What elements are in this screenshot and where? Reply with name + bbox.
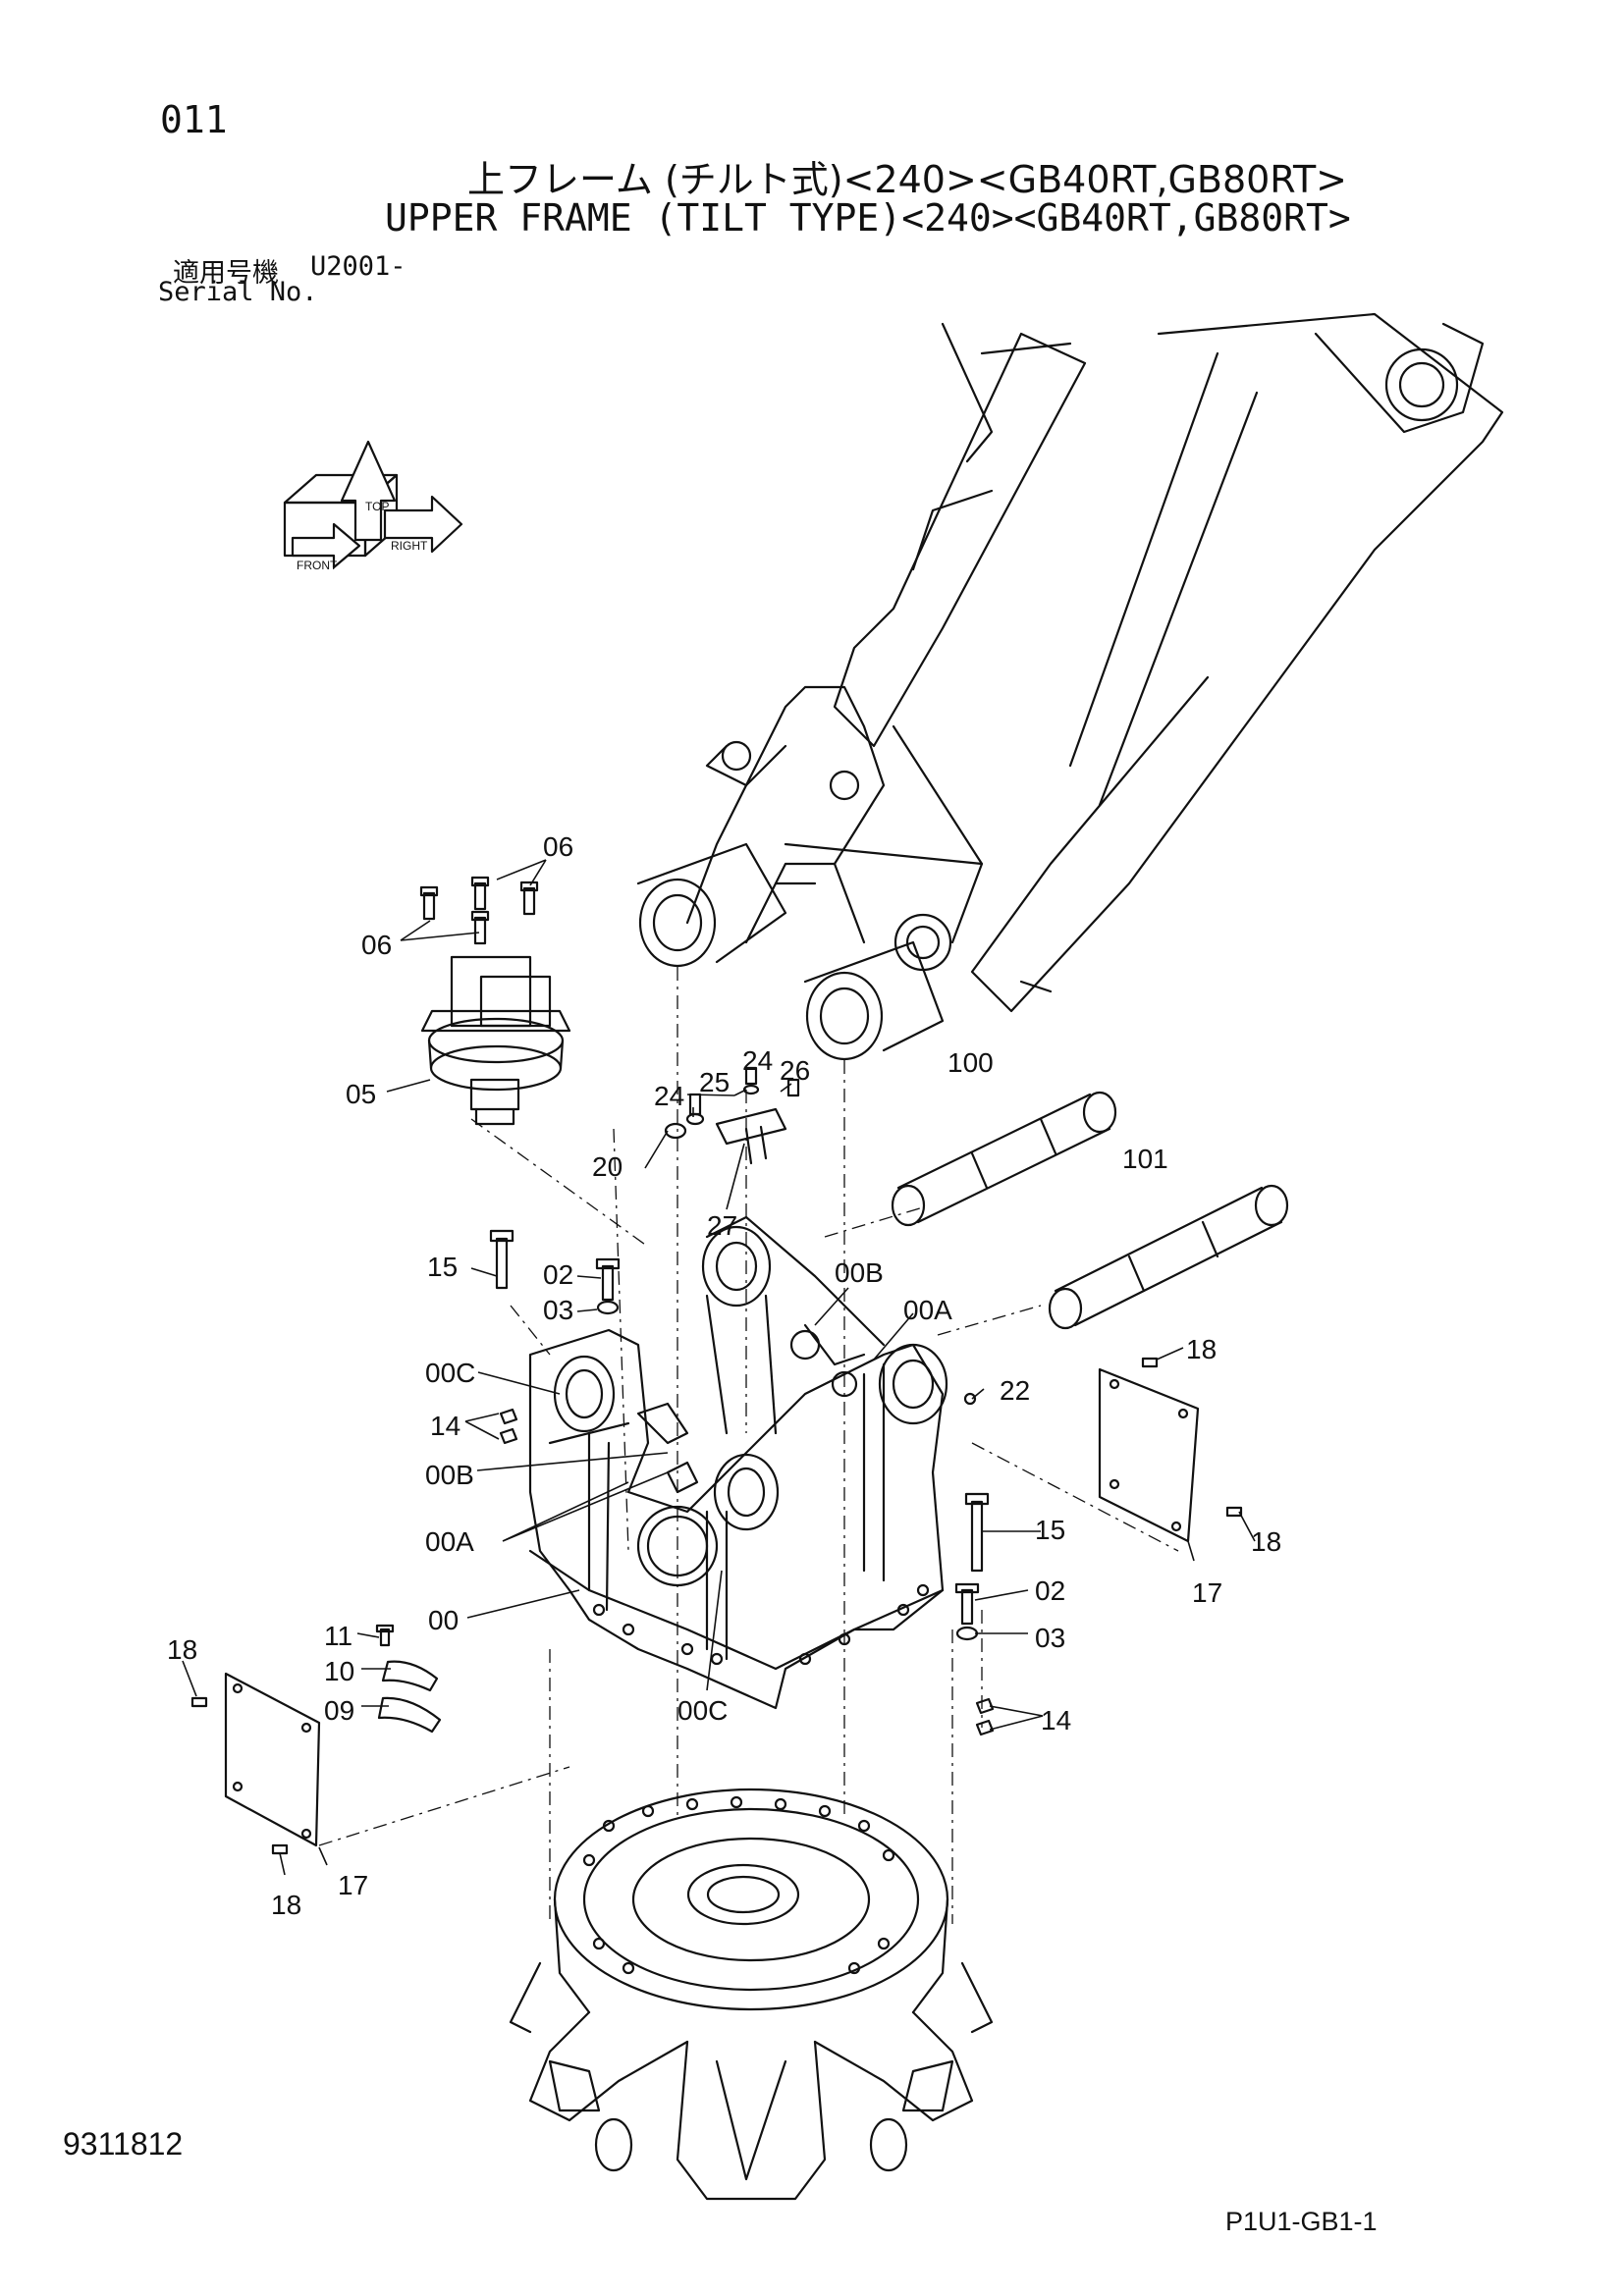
callout-label: 15 <box>427 1252 458 1282</box>
callout-label: 00 <box>428 1605 459 1635</box>
callout-label: 15 <box>1035 1515 1065 1545</box>
callout-label: 18 <box>1251 1526 1281 1557</box>
swing-motor-assembly <box>420 955 571 1126</box>
orientation-labels: TOP FRONT RIGHT <box>297 500 428 572</box>
callout-label: 18 <box>1186 1334 1217 1364</box>
bolts-06 <box>419 876 539 945</box>
callout-label: 25 <box>699 1067 730 1097</box>
upper-frame-00 <box>528 1215 948 1710</box>
orientation-right-label: RIGHT <box>391 539 428 553</box>
boom-foot-bosses <box>636 842 945 1061</box>
callout-label: 00A <box>425 1526 474 1557</box>
small-fasteners <box>190 1066 1243 1855</box>
swing-bearing-undercarriage <box>509 1788 994 2201</box>
callout-label: 11 <box>324 1621 352 1651</box>
callout-label: 27 <box>707 1210 737 1241</box>
callout-label: 24 <box>742 1045 773 1076</box>
callout-label: 03 <box>543 1295 573 1325</box>
callout-label: 101 <box>1122 1144 1168 1174</box>
callout-label: 05 <box>346 1079 376 1109</box>
serial-label-japanese: 適用号機 <box>173 258 279 289</box>
callout-label: 17 <box>1192 1577 1222 1608</box>
callout-label: 14 <box>430 1411 460 1441</box>
bracket-27 <box>715 1107 787 1165</box>
callout-label: 00B <box>835 1257 884 1288</box>
callout-label: 17 <box>338 1870 368 1900</box>
callout-label: 10 <box>324 1656 354 1686</box>
callout-label: 00B <box>425 1460 474 1490</box>
pin-101 <box>1048 1184 1289 1330</box>
callout-label: 00C <box>677 1695 728 1726</box>
callout-label: 02 <box>1035 1575 1065 1606</box>
pin-100 <box>891 1091 1117 1227</box>
callout-leader-lines <box>182 859 1256 1876</box>
callout-label: 22 <box>1000 1375 1030 1406</box>
serial-label-english: Serial No. <box>158 277 318 307</box>
callout-label: 02 <box>543 1259 573 1290</box>
callout-label: 18 <box>167 1634 197 1665</box>
orientation-arrow-icon <box>283 440 463 569</box>
cover-plate-17-right <box>1098 1367 1200 1543</box>
callout-label: 18 <box>271 1890 301 1920</box>
callout-label: 03 <box>1035 1623 1065 1653</box>
title-japanese: 上フレーム (チルト式)<240><GB40RT,GB80RT> <box>467 158 1347 201</box>
serial-number-value: U2001- <box>310 251 406 282</box>
orientation-front-label: FRONT <box>297 559 338 572</box>
document-id: 9311812 <box>63 2126 184 2162</box>
assembly-center-lines <box>318 967 1179 1924</box>
callout-label: 26 <box>780 1055 810 1086</box>
page-number: 011 <box>160 98 228 141</box>
callout-label: 06 <box>361 930 392 960</box>
page-code: P1U1-GB1-1 <box>1225 2207 1378 2236</box>
orientation-top-label: TOP <box>365 500 389 513</box>
part-callouts: 06 06 05 24 25 24 26 20 27 100 101 15 02… <box>167 831 1281 1920</box>
callout-label: 00A <box>903 1295 952 1325</box>
callout-label: 06 <box>543 831 573 862</box>
callout-label: 00C <box>425 1358 475 1388</box>
callout-label: 100 <box>947 1047 994 1078</box>
boom-assembly <box>685 312 1504 1013</box>
callout-label: 14 <box>1041 1705 1071 1735</box>
callout-label: 20 <box>592 1151 623 1182</box>
cover-plate-17-left <box>224 1672 321 1847</box>
callout-label: 24 <box>654 1081 684 1111</box>
callout-label: 09 <box>324 1695 354 1726</box>
title-english: UPPER FRAME (TILT TYPE)<240><GB40RT,GB80… <box>385 196 1351 240</box>
